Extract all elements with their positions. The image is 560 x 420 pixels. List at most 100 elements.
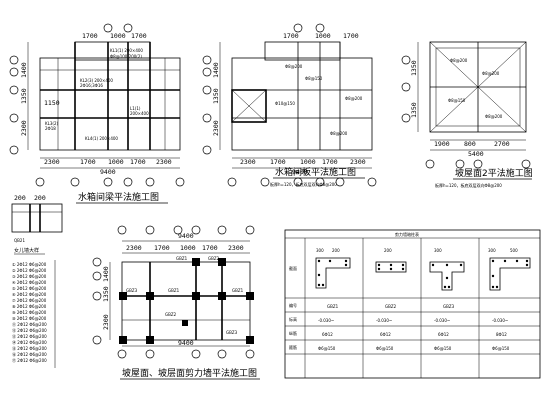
beam-tag: 1150	[44, 99, 60, 107]
axis-bubble	[117, 225, 127, 235]
beam-annotations: KL1(1) 200×400 Φ8@100/200(2) KL2(3) 200×…	[45, 48, 149, 141]
axis-bubble	[145, 225, 155, 235]
dim-top: 1000	[180, 244, 196, 252]
svg-text:Φ8@200: Φ8@200	[345, 96, 363, 101]
svg-text:③ 2Φ12 Φ6@200: ③ 2Φ12 Φ6@200	[12, 274, 47, 279]
column-name: GBZ2	[385, 304, 397, 309]
svg-text:⑭ 2Φ12 Φ6@200: ⑭ 2Φ12 Φ6@200	[12, 339, 47, 345]
column-label: GBZ3	[226, 330, 238, 335]
svg-text:⑬ 2Φ12 Φ6@200: ⑬ 2Φ12 Φ6@200	[12, 333, 47, 339]
column-schedule-table: 剪力墙暗柱表 截面 编号 标高 纵筋 箍筋 300 200 200	[284, 229, 541, 379]
svg-text:⑩ 2Φ12 Φ6@200: ⑩ 2Φ12 Φ6@200	[12, 316, 47, 321]
svg-text:Φ8@200: Φ8@200	[482, 71, 500, 76]
svg-text:⑥ 2Φ12 Φ6@200: ⑥ 2Φ12 Φ6@200	[12, 292, 47, 297]
column-mark	[246, 292, 254, 300]
column-mark	[246, 336, 254, 344]
dim-top: 1000	[315, 32, 331, 40]
panel-title: 水箱间板平法施工图	[275, 166, 356, 178]
axis-bubble	[217, 349, 227, 359]
axis-bubble	[9, 145, 19, 155]
wall-columns	[119, 258, 254, 344]
dim-left: 1350	[102, 286, 110, 302]
svg-text:KL1(1) 200×400: KL1(1) 200×400	[110, 48, 143, 53]
column-name: GBZ3	[443, 304, 455, 309]
axis-bubble	[202, 67, 212, 77]
detail-notes: ① 2Φ12 Φ6@200 ② 2Φ12 Φ6@200 ③ 2Φ12 Φ6@20…	[12, 262, 47, 363]
axis-bubble	[35, 177, 45, 187]
axis-bubble	[145, 177, 155, 187]
axis-bubble	[92, 271, 102, 281]
svg-text:Φ8@150: Φ8@150	[448, 98, 466, 103]
svg-text:-0.030~: -0.030~	[376, 318, 392, 323]
dim-top: 1700	[202, 244, 218, 252]
column-name: GBZ1	[327, 304, 339, 309]
axis-bubble	[227, 177, 237, 187]
svg-text:⑯ 2Φ12 Φ6@200: ⑯ 2Φ12 Φ6@200	[12, 351, 47, 357]
column-mark	[218, 258, 226, 266]
axis-bubble	[123, 23, 133, 33]
axis-bubble	[103, 177, 113, 187]
axis-bubble	[202, 85, 212, 95]
dim-left: 1350	[212, 88, 220, 104]
axis-bubble	[455, 159, 465, 169]
dim-left: 1350	[20, 88, 28, 104]
slope-roof-2-plan: Φ8@200 Φ8@200 Φ8@150 Φ8@200 1350 1350 19…	[401, 41, 533, 188]
column-mark	[218, 292, 226, 300]
dim-top: 1700	[82, 32, 98, 40]
svg-text:Φ6@150: Φ6@150	[376, 346, 394, 351]
detail-dim: 200	[34, 194, 46, 202]
svg-text:⑨ 2Φ12 Φ6@200: ⑨ 2Φ12 Φ6@200	[12, 310, 47, 315]
svg-text:200: 200	[332, 248, 340, 253]
svg-text:2Φ16;3Φ16: 2Φ16;3Φ16	[80, 83, 103, 88]
row-label: 编号	[289, 302, 297, 308]
axis-bubble	[521, 159, 531, 169]
svg-text:Φ8@200: Φ8@200	[330, 131, 348, 136]
axis-bubble	[367, 177, 377, 187]
panel-title: 坡屋面、坡层面剪力墙平法施工图	[122, 367, 257, 379]
axis-bubble	[173, 225, 183, 235]
panel-note: 板厚h=120，板底双层双向Φ8@200	[435, 182, 502, 188]
svg-text:Φ8@200: Φ8@200	[450, 58, 468, 63]
axis-bubble	[175, 177, 185, 187]
row-label: 箍筋	[289, 344, 297, 350]
axis-bubble	[293, 23, 303, 33]
detail-dim: 200	[14, 194, 26, 202]
dim-total: 9400	[178, 232, 194, 240]
dim-total: 5400	[468, 150, 484, 158]
dim-bottom: 1900	[434, 140, 450, 148]
dim-top: 1700	[343, 32, 359, 40]
svg-text:Φ8@100/200(2): Φ8@100/200(2)	[110, 54, 142, 59]
svg-text:6Φ12: 6Φ12	[438, 332, 449, 337]
column-mark	[182, 320, 188, 326]
dim-bottom: 1000	[108, 158, 124, 166]
svg-text:300: 300	[434, 248, 442, 253]
axis-bubble	[145, 349, 155, 359]
axis-bubble	[9, 85, 19, 95]
axis-bubble	[9, 113, 19, 123]
axis-bubble	[315, 23, 325, 33]
svg-text:-0.030~: -0.030~	[492, 318, 508, 323]
beam-plan-outline	[39, 57, 181, 151]
svg-text:-0.030~: -0.030~	[434, 318, 450, 323]
axis-bubble	[401, 113, 411, 123]
section-4: 300 500	[488, 248, 531, 291]
shear-wall-plan: 9400 2300 1700 1000 1700 2300 1400 1350 …	[92, 225, 260, 380]
column-label: GBZ1	[232, 288, 244, 293]
svg-text:Φ8@150: Φ8@150	[305, 76, 323, 81]
dim-bottom: 2300	[240, 158, 256, 166]
svg-text:KL2(3) 200×400: KL2(3) 200×400	[80, 78, 113, 83]
slab-plan-outline	[231, 57, 373, 151]
dim-top: 1000	[110, 32, 126, 40]
axis-bubble	[92, 291, 102, 301]
svg-text:6Φ12: 6Φ12	[380, 332, 391, 337]
dim-bottom: 2700	[494, 140, 510, 148]
axis-bubble	[245, 349, 255, 359]
column-mark	[119, 336, 127, 344]
dim-bottom: 800	[464, 140, 476, 148]
column-label: GBZ1	[176, 256, 188, 261]
axis-bubble	[70, 177, 80, 187]
column-mark	[146, 292, 154, 300]
column-label: GBZ3	[126, 288, 138, 293]
water-tank-slab-plan: Φ8@200 Φ8@150 Φ8@200 Φ10@150 Φ8@200 1400…	[202, 23, 377, 187]
